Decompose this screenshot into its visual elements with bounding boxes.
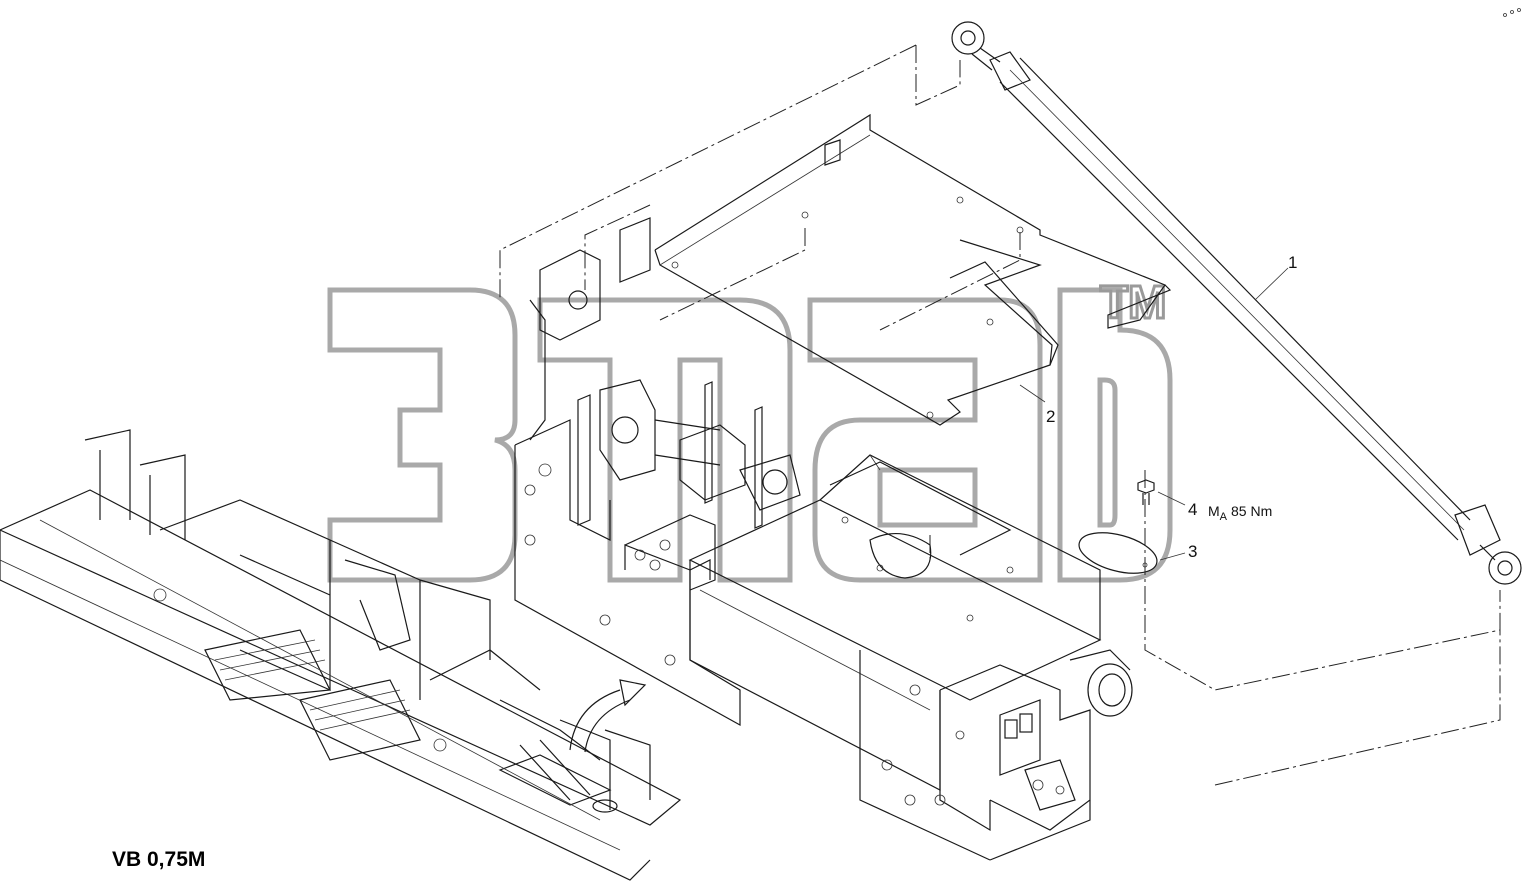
watermark-logo: TM [327, 275, 1173, 583]
callout-2: 2 [1046, 407, 1055, 426]
small-parts [1078, 479, 1158, 574]
callout-3: 3 [1188, 542, 1197, 561]
cover-plate [654, 113, 1172, 426]
callout-1: 1 [1288, 253, 1297, 272]
cover-disc [1078, 532, 1158, 574]
hex-bolt [1137, 479, 1155, 505]
assembly-lines [499, 44, 1501, 786]
watermark-tm: TM [1100, 276, 1166, 328]
callout-4: 4 [1188, 500, 1197, 519]
corner-mark [1503, 8, 1521, 17]
leader-lines [1019, 267, 1289, 561]
overview-drawing [0, 429, 682, 881]
main-assembly [514, 217, 1133, 861]
hydraulic-cylinder [951, 21, 1522, 585]
model-label: VB 0,75M [112, 848, 205, 871]
